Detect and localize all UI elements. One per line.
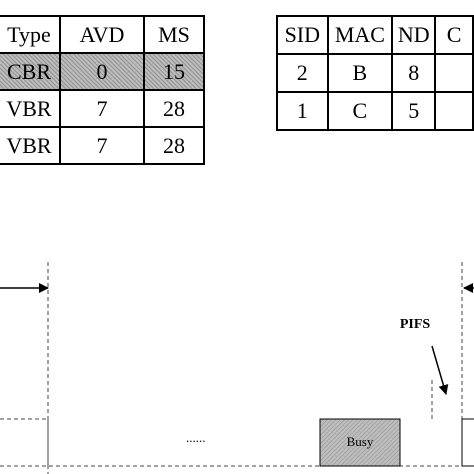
ellipsis-text: ...... [186,430,206,445]
busy-label: Busy [347,434,374,449]
left-cell: 7 [59,89,145,128]
right-header-cell: C [434,15,474,55]
right-header-cell: MAC [326,15,394,55]
left-cell: VBR [0,126,61,165]
left-header-cell: Type [0,15,61,54]
left-cell: 0 [59,52,145,91]
left-cell: VBR [0,89,61,128]
right-cell: B [326,53,394,93]
right-table-row: 1 C 5 [276,91,474,131]
right-cell [434,53,474,93]
right-header-cell: ND [391,15,437,55]
left-header-cell: MS [143,15,205,54]
right-table-header-row: SID MAC ND C [276,15,474,55]
left-table-row-highlighted: CBR 0 15 [0,52,205,91]
left-table-row: VBR 7 28 [0,126,205,165]
left-header-cell: AVD [59,15,145,54]
right-cell: 2 [276,53,329,93]
right-cell: 8 [391,53,437,93]
right-cell: 1 [276,91,329,131]
pifs-arrow [431,345,449,395]
left-table: Type AVD MS CBR 0 15 VBR 7 28 VBR 7 28 [0,15,205,165]
left-cell: 28 [143,126,205,165]
pifs-label: PIFS [400,317,431,332]
left-cell: 7 [59,126,145,165]
left-table-header-row: Type AVD MS [0,15,205,54]
right-table: SID MAC ND C 2 B 8 1 C 5 [276,15,474,131]
right-table-row: 2 B 8 [276,53,474,93]
right-slot-box [461,418,474,467]
left-cell: 28 [143,89,205,128]
right-cell: 5 [391,91,437,131]
right-cell: C [326,91,394,131]
busy-box-texture [320,419,400,466]
right-cell [434,91,474,131]
left-table-row: VBR 7 28 [0,89,205,128]
left-cell: 15 [143,52,205,91]
left-slot-outline [0,418,49,466]
left-cell: CBR [0,52,61,91]
right-header-cell: SID [276,15,329,55]
